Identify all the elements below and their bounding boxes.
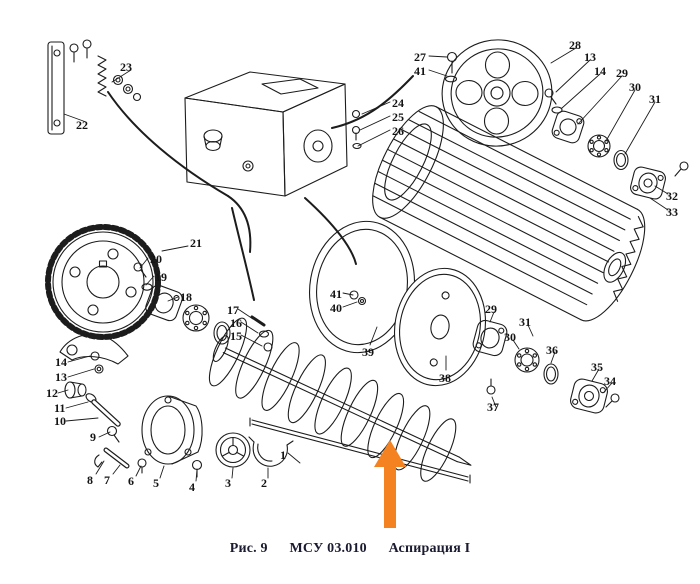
callout-17: 17: [227, 303, 239, 317]
flange-29-top: [551, 110, 585, 144]
callout-24: 24: [392, 96, 404, 110]
pulley-bolt-27-41: [444, 51, 458, 83]
callout-13-bottom: 13: [55, 370, 67, 384]
callout-11: 11: [54, 401, 66, 415]
spring: [97, 55, 107, 97]
callout-12: 12: [46, 386, 58, 400]
callout-4: 4: [189, 480, 195, 494]
callout-15: 15: [230, 329, 242, 343]
caption-code: МСУ 03.010: [289, 541, 367, 556]
caption-title: Аспирация I: [388, 541, 471, 556]
figure-caption: Рис. 9 МСУ 03.010 Аспирация I: [0, 541, 700, 557]
housing-cup-5: [141, 395, 203, 465]
callout-39: 39: [362, 345, 374, 359]
callout-7: 7: [104, 473, 110, 487]
callout-38: 38: [439, 371, 451, 385]
callout-1: 1: [280, 448, 286, 462]
bearing-19: [182, 304, 210, 332]
drum-teeth-edge: [613, 215, 644, 302]
callout-19: 19: [155, 270, 167, 284]
bolt-33: [674, 161, 689, 177]
callout-25: 25: [392, 110, 404, 124]
callout-41-top: 41: [414, 64, 426, 78]
callout-8: 8: [87, 473, 93, 487]
ring-36: [543, 363, 559, 385]
callout-18: 18: [180, 290, 192, 304]
callout-22: 22: [76, 118, 88, 132]
tie-rod-1: [249, 417, 471, 484]
auger: [208, 317, 472, 482]
callout-41-mid: 41: [330, 287, 342, 301]
callout-21: 21: [190, 236, 202, 250]
callout-30-top: 30: [629, 80, 641, 94]
callout-5: 5: [153, 476, 159, 490]
callout-23: 23: [120, 60, 132, 74]
ring-31-top: [613, 149, 629, 171]
bearing-parts-lower-right: [472, 319, 620, 414]
bolt-6: [137, 458, 147, 474]
disc-38: [393, 267, 487, 387]
hub-parts-left: [133, 262, 273, 352]
callout-6: 6: [128, 474, 134, 488]
callout-13-top: 13: [584, 50, 596, 64]
callout-14-top: 14: [594, 64, 606, 78]
bolt-37: [486, 378, 496, 395]
bolt-9: [106, 425, 120, 443]
bolt-34: [605, 393, 620, 408]
callout-40: 40: [330, 301, 342, 315]
callout-30-bottom: 30: [504, 330, 516, 344]
flange-29-bottom: [472, 319, 508, 357]
highlight-arrow-shape: [374, 440, 406, 528]
flange-35: [570, 378, 608, 414]
callout-9: 9: [90, 430, 96, 444]
callout-34: 34: [604, 374, 616, 388]
drum: [372, 105, 646, 322]
callout-35: 35: [591, 360, 603, 374]
flange-18: [145, 284, 183, 322]
fasteners-40-41: [349, 290, 367, 306]
callout-28: 28: [569, 38, 581, 52]
callout-20: 20: [150, 252, 162, 266]
callout-16: 16: [230, 316, 242, 330]
callout-37: 37: [487, 400, 499, 414]
callout-29-top: 29: [616, 66, 628, 80]
sprocket-21: [45, 224, 161, 340]
callout-33: 33: [666, 205, 678, 219]
callout-31-top: 31: [649, 92, 661, 106]
callout-10: 10: [54, 414, 66, 428]
callout-27: 27: [414, 50, 426, 64]
callout-36: 36: [546, 343, 558, 357]
callout-26: 26: [392, 124, 404, 138]
clamp-2: [248, 436, 294, 467]
callout-14-bottom: 14: [55, 355, 67, 369]
fan-housing: [184, 71, 348, 197]
callout-2: 2: [261, 476, 267, 490]
callout-31-bottom: 31: [519, 315, 531, 329]
bracket-22: [47, 39, 142, 135]
roller-3: [215, 432, 251, 468]
bearing-parts-top-right: [544, 88, 689, 200]
callout-29-bottom: 29: [485, 302, 497, 316]
bearing-30-bottom: [514, 347, 540, 373]
caption-figure-number: Рис. 9: [229, 541, 268, 556]
flange-32: [630, 166, 666, 200]
tensioner-arm: [59, 333, 129, 365]
callout-3: 3: [225, 476, 231, 490]
pin-10-11: [85, 393, 121, 427]
small-fasteners-13-14-bottom: [90, 351, 104, 374]
fasteners-24-25-26: [351, 109, 362, 150]
bushing-12: [64, 381, 87, 399]
leader-lines: [57, 47, 669, 482]
highlight-arrow-up: [374, 440, 406, 528]
bearing-30-top: [587, 134, 611, 158]
pin-7-8: [94, 447, 130, 469]
callout-32: 32: [666, 189, 678, 203]
